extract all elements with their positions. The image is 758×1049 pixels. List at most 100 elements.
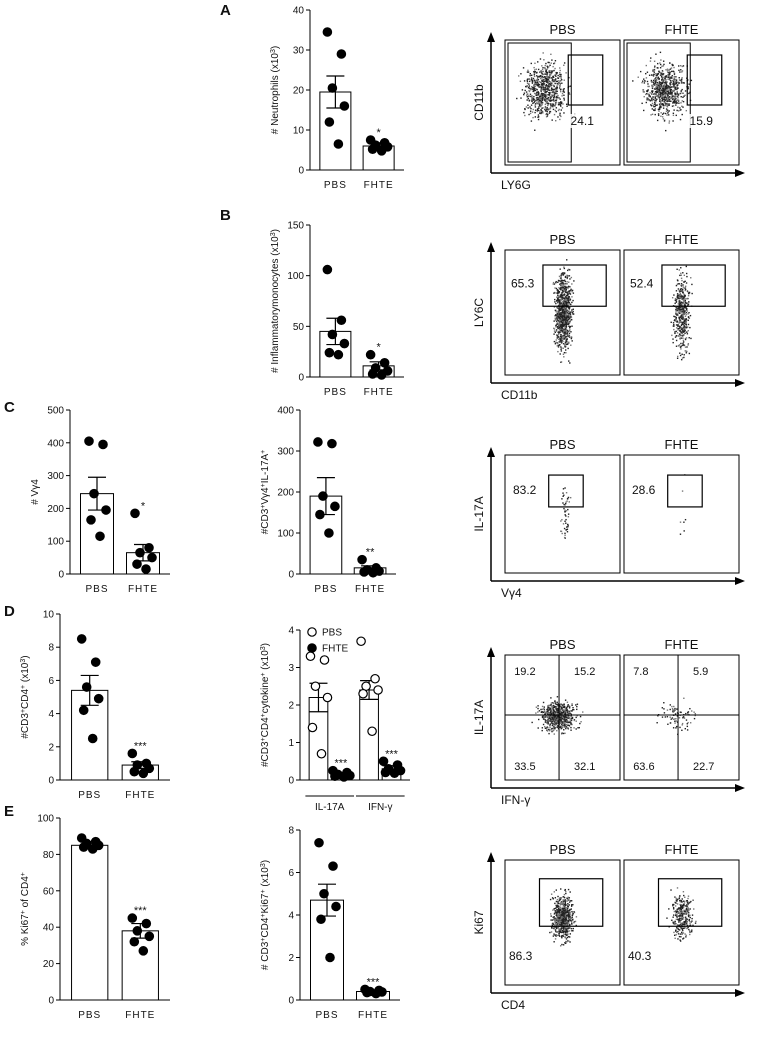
event [534,104,536,106]
event [660,106,662,109]
event [562,922,565,925]
event [677,930,679,933]
event [548,717,551,720]
event [564,330,566,333]
event [559,71,561,74]
event [552,95,554,97]
event [658,95,661,98]
event [691,917,693,920]
event [557,926,559,929]
event [684,727,687,730]
event [651,91,653,93]
panel-letter-d: D [4,603,15,620]
event [571,923,573,925]
event [568,911,571,913]
event [662,87,664,90]
event [547,705,549,708]
event [673,78,675,81]
event [563,267,566,270]
event [572,709,574,711]
event [661,707,664,709]
arrow-head [735,577,745,585]
event [682,302,684,304]
event [543,717,546,719]
event [663,87,665,89]
event [676,91,678,93]
event [661,76,663,78]
data-point [318,491,328,501]
event [564,928,567,930]
event [679,352,681,354]
event [562,286,565,288]
x-tick-label: FHTE [358,1010,388,1021]
event [659,106,661,108]
event [566,701,569,703]
event [532,97,534,99]
event [659,98,661,101]
event [681,70,684,72]
event [673,294,675,296]
event [660,84,663,86]
event [568,312,570,314]
event [654,113,656,116]
event [672,322,675,324]
event [677,95,679,97]
event [685,352,688,354]
event [548,65,550,68]
event [558,934,560,936]
event [550,915,552,917]
event [566,528,569,530]
event [566,907,569,910]
event [680,348,682,350]
event [563,312,566,314]
event [532,108,534,111]
event [553,113,556,116]
event [547,721,549,723]
event [662,93,664,95]
event [536,71,538,74]
event [689,908,691,910]
event [569,720,572,723]
event [673,77,675,79]
event [558,306,561,308]
event [660,92,662,95]
event [651,99,654,101]
event [566,929,569,931]
event [665,75,668,77]
event [562,324,565,326]
event [683,281,685,283]
x-tick-label: IL-17A [315,802,345,813]
event [678,79,681,81]
event [663,92,665,94]
event [554,713,557,715]
event [554,727,556,729]
event [543,98,545,100]
event [560,329,562,331]
event [564,889,566,892]
event [670,86,672,88]
event [559,90,562,93]
event [679,895,681,897]
event [565,302,568,304]
event [562,930,564,933]
event [678,896,681,898]
event [675,299,678,301]
arrow-head [487,242,495,252]
event [554,74,556,76]
event [562,722,565,724]
event [559,114,561,116]
quadrant-value: 32.1 [574,761,595,773]
event [666,70,669,72]
event [554,706,556,708]
event [676,327,678,329]
event [544,68,546,70]
event [557,101,560,104]
event [534,111,536,114]
event [551,95,553,98]
event [554,314,557,317]
event [554,920,556,923]
event [538,84,540,86]
event [560,338,562,340]
event [579,715,582,718]
